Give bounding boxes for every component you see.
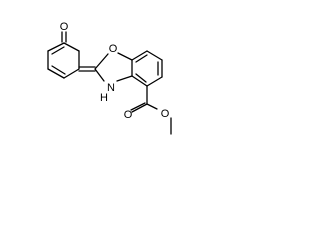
bond xyxy=(94,68,105,82)
oxazole-ring: O N H xyxy=(94,43,133,104)
bond xyxy=(131,103,148,113)
bond xyxy=(63,42,80,52)
molecule-structure: O O N H O O xyxy=(47,21,172,135)
exocyclic-double-bond xyxy=(78,66,96,72)
double-bond-inner xyxy=(135,54,148,63)
benzene-ring xyxy=(131,50,163,87)
ketone-group: O xyxy=(60,21,69,43)
bond xyxy=(130,102,146,111)
bond xyxy=(116,75,133,82)
carbonyl-oxygen-label: O xyxy=(124,109,133,121)
bond xyxy=(47,68,65,79)
ester-oxygen-label: O xyxy=(161,108,170,120)
bond xyxy=(63,68,80,79)
bond xyxy=(117,52,133,61)
bond xyxy=(146,103,158,110)
nh-hydrogen-label: H xyxy=(100,92,108,104)
ring-oxygen-label: O xyxy=(109,43,118,55)
double-bond-inner xyxy=(51,65,66,75)
bond xyxy=(131,75,148,87)
bond xyxy=(146,76,163,87)
bond xyxy=(131,50,148,61)
methyl-ester: O O xyxy=(124,85,172,135)
double-bond-inner xyxy=(135,73,147,83)
ketone-oxygen-label: O xyxy=(60,21,69,33)
nh-nitrogen-label: N xyxy=(107,82,115,94)
bond xyxy=(47,42,65,52)
bond xyxy=(146,50,163,61)
double-bond-inner xyxy=(51,46,65,55)
bond xyxy=(94,53,109,70)
cyclohexadienone-ring xyxy=(47,42,80,79)
